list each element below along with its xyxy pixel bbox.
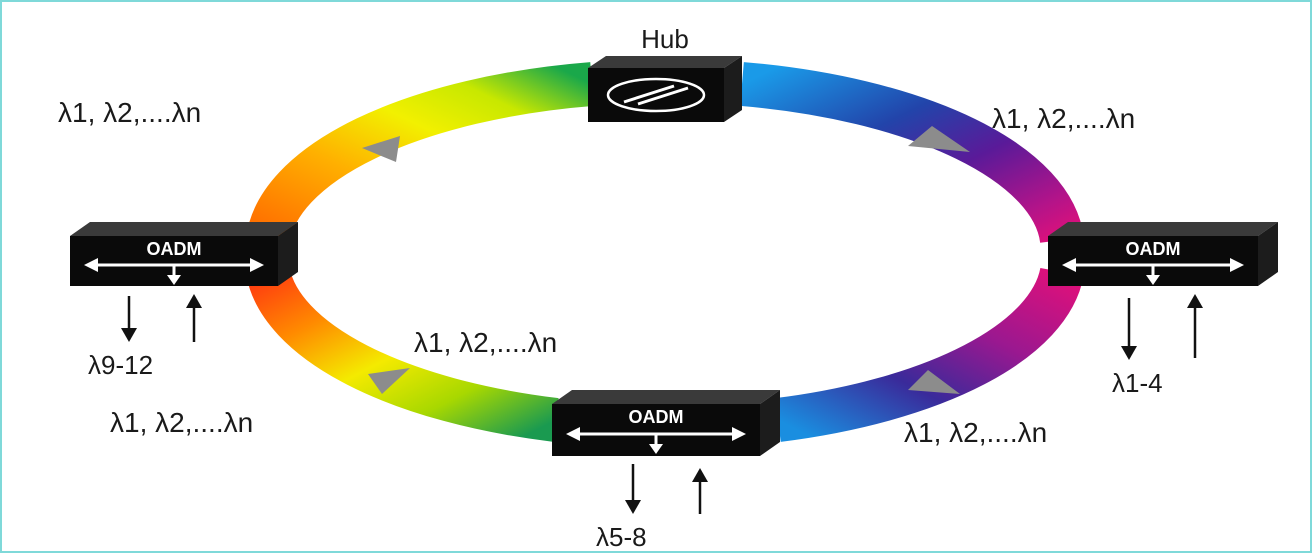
oadm-node-right: OADM λ1-4 <box>1048 222 1278 398</box>
arrowhead-bottom-left <box>368 368 410 394</box>
ring-segment-bottom-right <box>775 267 1084 442</box>
oadm-bottom-label: OADM <box>629 407 684 427</box>
oadm-left-label: OADM <box>147 239 202 259</box>
oadm-node-bottom: OADM λ5-8 <box>552 390 780 551</box>
arrowhead-bottom-right <box>908 370 960 394</box>
oadm-right-double-arrow-icon <box>1062 258 1244 285</box>
wavelength-label-bottom-left: λ1, λ2,....λn <box>110 407 253 438</box>
wavelength-labels: λ1, λ2,....λn λ1, λ2,....λn λ1, λ2,....λ… <box>58 97 1135 448</box>
ring-segment-top-right <box>740 62 1084 244</box>
wavelength-label-inner-bottom: λ1, λ2,....λn <box>414 327 557 358</box>
oadm-right-label: OADM <box>1126 239 1181 259</box>
fiber-ring <box>246 62 1084 442</box>
oadm-bottom-drop-add-label: λ5-8 <box>596 522 647 551</box>
oadm-node-left: OADM λ9-12 <box>70 222 298 380</box>
oadm-left-box-top <box>70 222 298 236</box>
hub-node: Hub <box>588 24 742 122</box>
ring-segment-top-left <box>246 62 594 244</box>
hub-box-top <box>588 56 742 68</box>
arrowhead-top-right <box>908 126 970 152</box>
hub-switch-icon <box>606 77 706 113</box>
oadm-bottom-drop-add-arrows <box>625 464 708 514</box>
oadm-bottom-double-arrow-icon <box>566 427 746 454</box>
oadm-right-drop-add-label: λ1-4 <box>1112 368 1163 398</box>
wavelength-label-top-left: λ1, λ2,....λn <box>58 97 201 128</box>
arrowhead-top-left <box>362 136 400 162</box>
oadm-bottom-box-side <box>760 390 780 456</box>
oadm-left-double-arrow-icon <box>84 258 264 285</box>
oadm-bottom-box-top <box>552 390 780 404</box>
ring-segment-bottom-left <box>246 267 559 442</box>
hub-box-side <box>724 56 742 122</box>
oadm-left-box-side <box>278 222 298 286</box>
oadm-left-drop-add-label: λ9-12 <box>88 350 153 380</box>
hub-title: Hub <box>641 24 689 54</box>
oadm-right-drop-add-arrows <box>1121 294 1203 360</box>
oadm-right-box-top <box>1048 222 1278 236</box>
oadm-right-box-side <box>1258 222 1278 286</box>
oadm-left-drop-add-arrows <box>121 294 202 342</box>
ring-direction-arrows <box>362 126 970 394</box>
wavelength-label-bottom-right: λ1, λ2,....λn <box>904 417 1047 448</box>
wavelength-label-top-right: λ1, λ2,....λn <box>992 103 1135 134</box>
hub-box <box>588 68 724 122</box>
